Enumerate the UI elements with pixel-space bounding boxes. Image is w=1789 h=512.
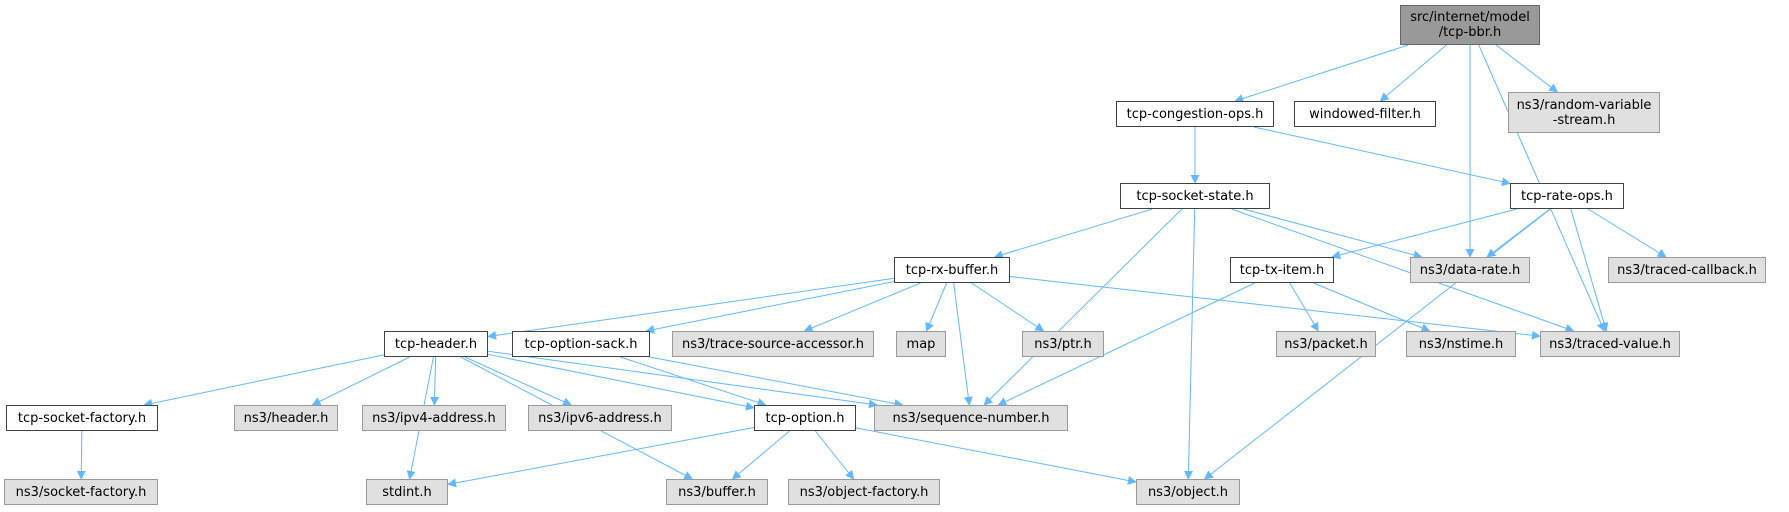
node-label: ns3/data-rate.h — [1419, 262, 1521, 278]
edge-tcp-socket-factory-to-socket-factory — [76, 430, 86, 480]
edge-tcp-socket-state-to-data-rate — [1243, 208, 1423, 260]
node-label: ns3/header.h — [243, 410, 329, 426]
node-label: ns3/ipv6-address.h — [538, 410, 662, 426]
edge-tcp-socket-state-to-tcp-rx-buffer — [993, 208, 1153, 259]
node-label: tcp-rx-buffer.h — [905, 262, 999, 278]
edge-tcp-rate-ops-to-object — [1203, 208, 1551, 480]
node-ipv4-address[interactable]: ns3/ipv4-address.h — [362, 405, 506, 431]
edge-tcp-header-to-header — [311, 356, 410, 406]
edge-tcp-rx-buffer-to-traced-value — [1009, 276, 1541, 340]
edge-tcp-rx-buffer-to-trace-source-accessor — [803, 282, 921, 333]
node-map[interactable]: map — [896, 331, 946, 357]
node-label: tcp-header.h — [394, 336, 478, 352]
node-label: tcp-congestion-ops.h — [1126, 106, 1264, 122]
node-data-rate[interactable]: ns3/data-rate.h — [1410, 257, 1530, 283]
node-label: ns3/packet.h — [1284, 336, 1368, 352]
node-label: ns3/buffer.h — [678, 484, 756, 500]
edge-tcp-tx-item-to-nstime — [1313, 282, 1431, 333]
node-label: map — [906, 336, 936, 352]
edge-tcp-option-sack-to-sequence-number — [649, 356, 904, 408]
node-packet[interactable]: ns3/packet.h — [1276, 331, 1376, 357]
edge-root-to-random-variable-stream — [1495, 44, 1559, 93]
node-label: tcp-rate-ops.h — [1521, 188, 1613, 204]
node-label: tcp-socket-factory.h — [17, 410, 147, 426]
node-label: windowed-filter.h — [1309, 106, 1421, 122]
node-nstime[interactable]: ns3/nstime.h — [1406, 331, 1516, 357]
edge-tcp-tx-item-to-packet — [1289, 282, 1319, 332]
node-ptr[interactable]: ns3/ptr.h — [1022, 331, 1104, 357]
edge-tcp-socket-state-to-traced-value — [1231, 208, 1575, 333]
node-traced-value[interactable]: ns3/traced-value.h — [1540, 331, 1680, 357]
node-label: ns3/nstime.h — [1418, 336, 1504, 352]
edge-tcp-rx-buffer-to-ptr — [971, 282, 1045, 332]
node-tcp-congestion-ops[interactable]: tcp-congestion-ops.h — [1116, 101, 1274, 127]
node-tcp-option-sack[interactable]: tcp-option-sack.h — [512, 331, 650, 357]
edge-root-to-windowed-filter — [1379, 44, 1447, 102]
node-label: ns3/object.h — [1147, 484, 1229, 500]
node-tcp-header[interactable]: tcp-header.h — [384, 331, 488, 357]
edge-tcp-rx-buffer-to-tcp-header — [487, 277, 895, 340]
node-traced-callback[interactable]: ns3/traced-callback.h — [1608, 257, 1766, 283]
edge-tcp-option-to-stdint — [447, 426, 755, 488]
node-tcp-socket-state[interactable]: tcp-socket-state.h — [1120, 183, 1270, 209]
node-label: tcp-option.h — [765, 410, 845, 426]
node-random-variable-stream[interactable]: ns3/random-variable-stream.h — [1508, 92, 1660, 133]
node-label: ns3/traced-value.h — [1549, 336, 1671, 352]
node-tcp-option[interactable]: tcp-option.h — [754, 405, 856, 431]
node-buffer[interactable]: ns3/buffer.h — [666, 479, 768, 505]
node-sequence-number[interactable]: ns3/sequence-number.h — [874, 405, 1068, 431]
node-tcp-rate-ops[interactable]: tcp-rate-ops.h — [1510, 183, 1624, 209]
edge-tcp-header-to-tcp-option — [487, 353, 755, 411]
node-tcp-tx-item[interactable]: tcp-tx-item.h — [1230, 257, 1334, 283]
node-stdint[interactable]: stdint.h — [366, 479, 448, 505]
node-socket-factory[interactable]: ns3/socket-factory.h — [4, 479, 158, 505]
edge-tcp-option-to-object — [855, 427, 1137, 485]
edge-tcp-socket-state-to-object — [1184, 208, 1196, 480]
node-tcp-rx-buffer[interactable]: tcp-rx-buffer.h — [894, 257, 1010, 283]
node-label: ns3/ipv4-address.h — [372, 410, 496, 426]
edge-tcp-rate-ops-to-traced-value — [1570, 208, 1609, 332]
node-label: tcp-tx-item.h — [1239, 262, 1325, 278]
node-label: ns3/object-factory.h — [799, 484, 929, 500]
node-label: /tcp-bbr.h — [1438, 25, 1502, 40]
edge-tcp-tx-item-to-sequence-number — [997, 282, 1255, 406]
node-label: ns3/random-variable — [1516, 97, 1652, 113]
node-label: -stream.h — [1552, 112, 1616, 128]
node-windowed-filter[interactable]: windowed-filter.h — [1294, 101, 1436, 127]
edge-tcp-congestion-ops-to-tcp-rate-ops — [1253, 126, 1511, 187]
node-label: tcp-socket-state.h — [1136, 188, 1254, 204]
node-object[interactable]: ns3/object.h — [1136, 479, 1240, 505]
edge-tcp-header-to-ipv4-address — [430, 356, 440, 406]
node-label: ns3/sequence-number.h — [892, 410, 1050, 426]
edge-tcp-option-sack-to-tcp-option — [620, 356, 767, 407]
node-header[interactable]: ns3/header.h — [234, 405, 338, 431]
edge-tcp-header-to-ipv6-address — [464, 356, 573, 406]
node-label: stdint.h — [382, 484, 432, 500]
edge-tcp-rx-buffer-to-tcp-option-sack — [645, 281, 895, 334]
node-object-factory[interactable]: ns3/object-factory.h — [788, 479, 940, 505]
node-tcp-socket-factory[interactable]: tcp-socket-factory.h — [6, 405, 158, 431]
node-label: src/internet/model — [1410, 10, 1530, 25]
node-root: src/internet/model/tcp-bbr.h — [1400, 5, 1540, 45]
edge-root-to-tcp-congestion-ops — [1234, 44, 1409, 103]
node-ipv6-address[interactable]: ns3/ipv6-address.h — [528, 405, 672, 431]
node-label: ns3/socket-factory.h — [15, 484, 147, 500]
edge-tcp-option-to-buffer — [731, 430, 790, 480]
node-label: ns3/ptr.h — [1034, 336, 1092, 352]
edge-tcp-socket-state-to-sequence-number — [983, 208, 1183, 406]
edge-tcp-header-to-tcp-socket-factory — [143, 354, 385, 408]
edge-tcp-option-to-object-factory — [814, 430, 855, 480]
node-label: tcp-option-sack.h — [524, 336, 638, 352]
node-label: ns3/trace-source-accessor.h — [681, 336, 865, 352]
edge-tcp-rx-buffer-to-map — [925, 282, 948, 332]
edge-tcp-rate-ops-to-tcp-tx-item — [1331, 208, 1518, 260]
edge-tcp-rx-buffer-to-sequence-number — [953, 282, 973, 406]
edge-tcp-header-to-sequence-number — [487, 350, 878, 409]
node-trace-source-accessor[interactable]: ns3/trace-source-accessor.h — [672, 331, 874, 357]
edge-layer — [76, 44, 1667, 488]
edge-tcp-rate-ops-to-traced-callback — [1587, 208, 1667, 258]
node-label: ns3/traced-callback.h — [1617, 262, 1757, 278]
